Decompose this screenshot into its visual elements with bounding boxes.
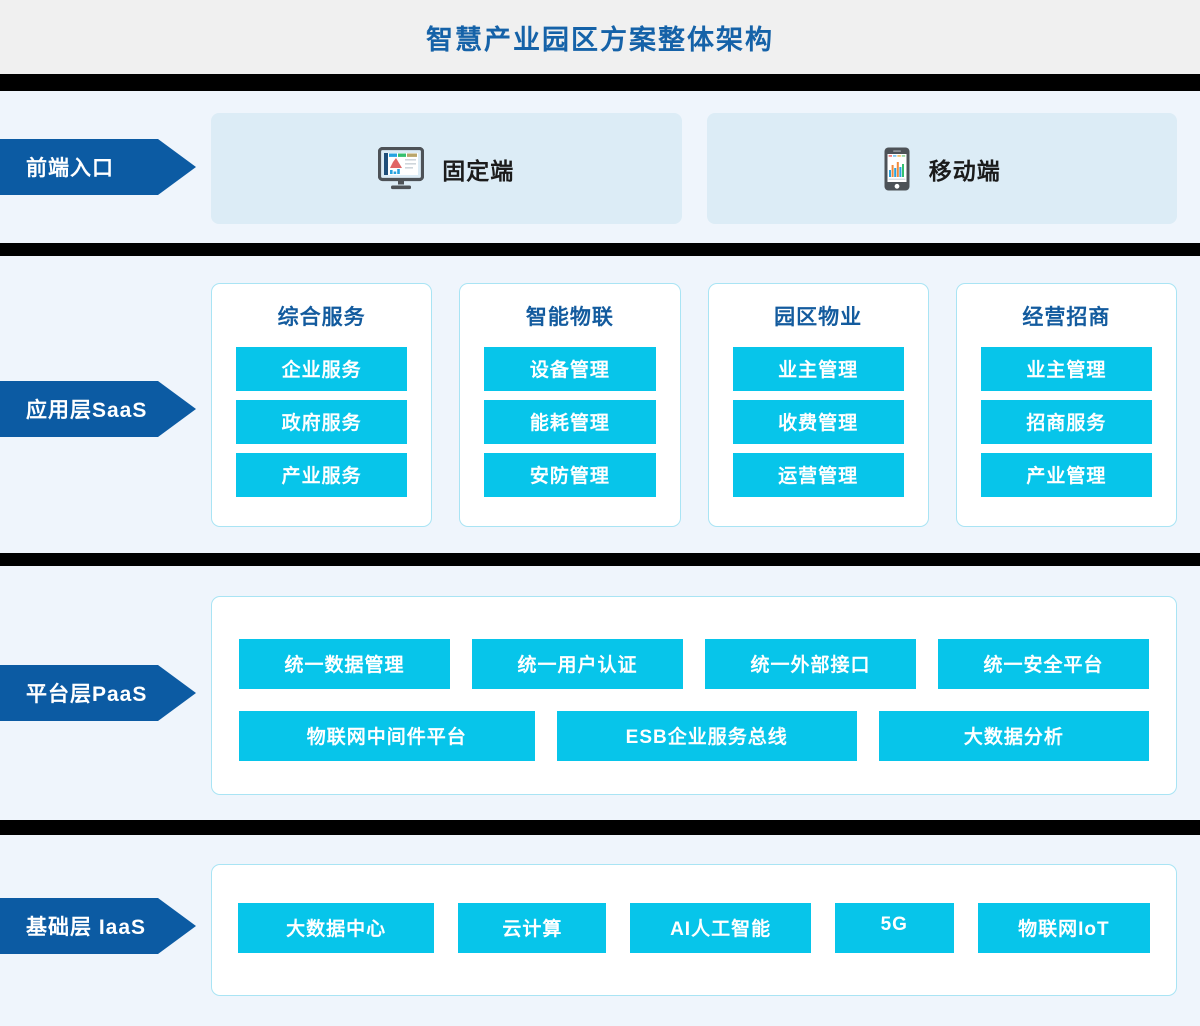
saas-column-business-investment: 经营招商 业主管理 招商服务 产业管理 <box>955 283 1177 527</box>
saas-column-title: 园区物业 <box>774 306 863 329</box>
saas-item[interactable]: 业主管理 <box>732 347 904 391</box>
saas-column-comprehensive-service: 综合服务 企业服务 政府服务 产业服务 <box>211 283 433 527</box>
saas-item[interactable]: 设备管理 <box>484 347 656 391</box>
paas-panel: 统一数据管理 统一用户认证 统一外部接口 统一安全平台 物联网中间件平台 ESB… <box>211 596 1177 795</box>
paas-row-1: 统一数据管理 统一用户认证 统一外部接口 统一安全平台 <box>239 639 1149 689</box>
saas-item[interactable]: 能耗管理 <box>484 400 656 444</box>
saas-item[interactable]: 产业管理 <box>980 453 1152 497</box>
paas-chip[interactable]: 统一外部接口 <box>705 639 916 689</box>
paas-chip[interactable]: 统一安全平台 <box>938 639 1149 689</box>
desktop-monitor-icon <box>378 146 425 191</box>
section-divider-4 <box>0 820 1200 835</box>
page-title: 智慧产业园区方案整体架构 <box>426 24 774 55</box>
section-divider-3 <box>0 553 1200 566</box>
paas-chip[interactable]: 统一数据管理 <box>239 639 450 689</box>
saas-item[interactable]: 运营管理 <box>732 453 904 497</box>
iaas-panel: 大数据中心 云计算 AI人工智能 5G 物联网IoT <box>211 864 1177 996</box>
layer-label-paas-text: 平台层PaaS <box>26 683 148 706</box>
saas-column-park-property: 园区物业 业主管理 收费管理 运营管理 <box>707 283 929 527</box>
saas-column-title: 智能物联 <box>525 306 614 329</box>
paas-chip[interactable]: 大数据分析 <box>878 711 1149 761</box>
frontend-card-row: 固定端 <box>211 113 1177 224</box>
frontend-card-mobile[interactable]: 移动端 <box>706 113 1177 224</box>
layer-label-iaas: 基础层 IaaS <box>0 898 196 954</box>
layer-label-iaas-text: 基础层 IaaS <box>26 916 147 939</box>
saas-item[interactable]: 业主管理 <box>980 347 1152 391</box>
paas-row-2: 物联网中间件平台 ESB企业服务总线 大数据分析 <box>239 711 1149 761</box>
section-divider-1 <box>0 74 1200 91</box>
layer-label-frontend: 前端入口 <box>0 139 196 195</box>
saas-item[interactable]: 企业服务 <box>236 347 408 391</box>
layer-label-frontend-text: 前端入口 <box>26 157 114 180</box>
paas-chip[interactable]: 物联网中间件平台 <box>239 711 535 761</box>
saas-item[interactable]: 政府服务 <box>236 400 408 444</box>
frontend-label-mobile: 移动端 <box>928 157 1001 184</box>
iaas-chip[interactable]: 大数据中心 <box>238 903 435 953</box>
layer-label-saas: 应用层SaaS <box>0 381 196 437</box>
frontend-label-desktop: 固定端 <box>442 157 515 184</box>
saas-column-smart-iot: 智能物联 设备管理 能耗管理 安防管理 <box>459 283 681 527</box>
saas-column-title: 综合服务 <box>277 306 366 329</box>
frontend-card-desktop[interactable]: 固定端 <box>211 113 682 224</box>
saas-column-title: 经营招商 <box>1022 306 1111 329</box>
iaas-chip[interactable]: 物联网IoT <box>977 903 1151 953</box>
section-divider-2 <box>0 243 1200 256</box>
iaas-row: 大数据中心 云计算 AI人工智能 5G 物联网IoT <box>238 903 1151 953</box>
iaas-chip[interactable]: AI人工智能 <box>630 903 811 953</box>
iaas-chip[interactable]: 云计算 <box>458 903 607 953</box>
paas-chip[interactable]: ESB企业服务总线 <box>556 711 857 761</box>
layer-label-paas: 平台层PaaS <box>0 665 196 721</box>
paas-chip[interactable]: 统一用户认证 <box>472 639 683 689</box>
saas-item[interactable]: 收费管理 <box>732 400 904 444</box>
saas-item[interactable]: 产业服务 <box>236 453 408 497</box>
iaas-chip[interactable]: 5G <box>834 903 954 953</box>
saas-column-row: 综合服务 企业服务 政府服务 产业服务 智能物联 设备管理 能耗管理 安防管理 … <box>211 283 1177 527</box>
mobile-phone-icon <box>883 146 911 192</box>
saas-item[interactable]: 招商服务 <box>980 400 1152 444</box>
layer-label-saas-text: 应用层SaaS <box>26 399 148 422</box>
saas-item[interactable]: 安防管理 <box>484 453 656 497</box>
diagram-header: 智慧产业园区方案整体架构 <box>0 0 1200 74</box>
